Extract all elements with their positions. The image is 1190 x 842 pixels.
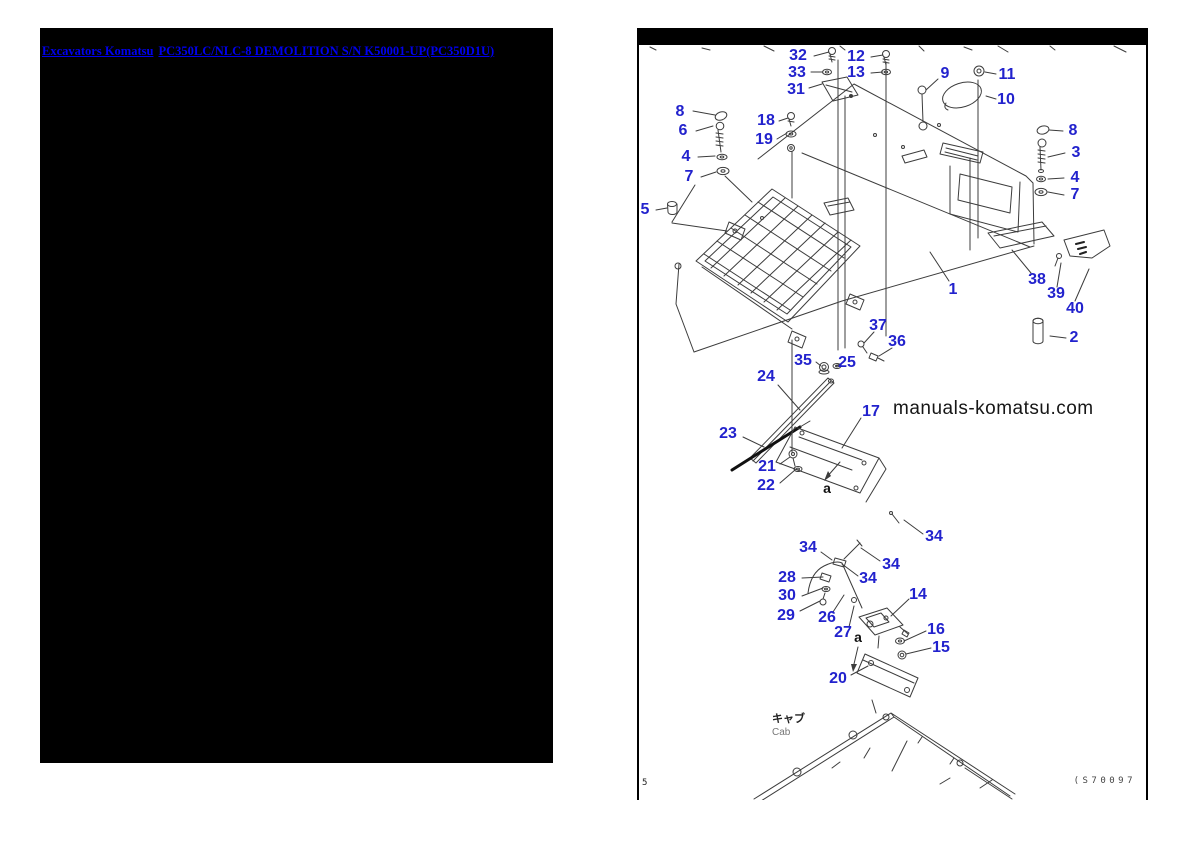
rail-and-rod (730, 377, 835, 472)
cab-label-en: Cab (772, 727, 791, 738)
breadcrumb-link-model[interactable]: PC350LC/NLC-8 DEMOLITION S/N K50001-UP(P… (158, 44, 495, 58)
parts-diagram-panel: manuals-komatsu.com キャブ Cab 5 (S70097 (637, 28, 1148, 800)
breadcrumb-link-category[interactable]: Excavators Komatsu (42, 44, 154, 58)
cab-label: キャブ Cab (772, 710, 805, 738)
page-marker: 5 (642, 778, 648, 788)
main-panel (674, 83, 1035, 353)
edge-ticks (649, 45, 1127, 53)
diagram-top-bar (639, 28, 1146, 45)
cab-label-jp: キャブ (772, 712, 805, 725)
left-black-panel: Excavators Komatsu PC350LC/NLC-8 DEMOLITI… (40, 28, 553, 763)
cable-latch-assembly (807, 511, 919, 698)
hinge-fasteners (787, 293, 885, 375)
right-fasteners (987, 125, 1111, 345)
watermark: manuals-komatsu.com (893, 398, 1094, 419)
sheet-code: (S70097 (1073, 776, 1136, 786)
plate-17 (775, 426, 887, 503)
parts-diagram-art (649, 45, 1127, 800)
view-arrow-a (824, 461, 859, 672)
projection-lines (791, 59, 979, 453)
left-fasteners (667, 111, 797, 241)
hood-grid-cover (695, 188, 861, 330)
breadcrumb: Excavators Komatsu PC350LC/NLC-8 DEMOLITI… (42, 42, 553, 60)
leader-lines (655, 51, 1090, 676)
cab-roof (753, 699, 1016, 800)
top-fasteners (821, 47, 985, 111)
